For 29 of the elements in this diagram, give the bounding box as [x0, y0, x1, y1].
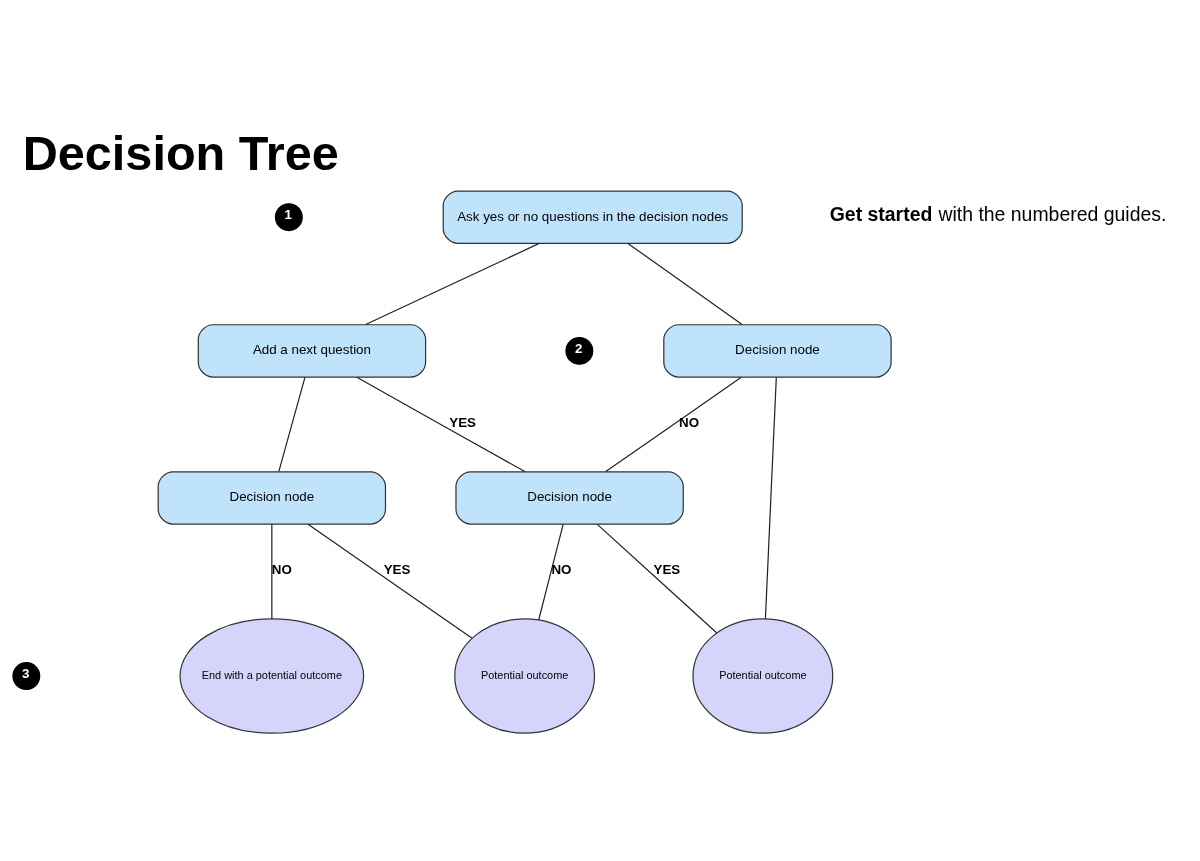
label: Get started with the numbered guides. — [829, 202, 1167, 225]
label: 1 — [284, 207, 293, 223]
connector — [538, 523, 564, 621]
edge-label: YES — [449, 414, 477, 430]
edge-label: NO — [271, 561, 292, 577]
node-box: Decision node — [455, 471, 684, 525]
edge-label: NO — [679, 414, 700, 430]
edge-label: YES — [653, 561, 681, 577]
node-ellipse: Potential outcome — [454, 618, 596, 734]
connector — [278, 376, 306, 472]
connector — [605, 376, 742, 473]
node-box: Add a next question — [197, 324, 427, 378]
node-box: Ask yes or no questions in the decision nodes — [442, 190, 743, 244]
node-box: Decision node — [157, 471, 387, 525]
connector — [307, 523, 473, 639]
edge-label: YES — [383, 561, 411, 577]
connector — [627, 242, 743, 326]
label: 3 — [22, 666, 30, 682]
connector — [596, 523, 718, 634]
connector — [356, 376, 526, 473]
connector — [271, 523, 273, 620]
node-box: Decision node — [663, 324, 892, 378]
node-ellipse: End with a potential outcome — [179, 618, 365, 734]
node-ellipse: Potential outcome — [692, 618, 834, 734]
label: 2 — [575, 341, 583, 357]
connector — [764, 376, 777, 620]
connector — [365, 242, 540, 326]
edge-label: NO — [551, 561, 572, 577]
diagram-title: Decision Tree — [22, 126, 339, 181]
